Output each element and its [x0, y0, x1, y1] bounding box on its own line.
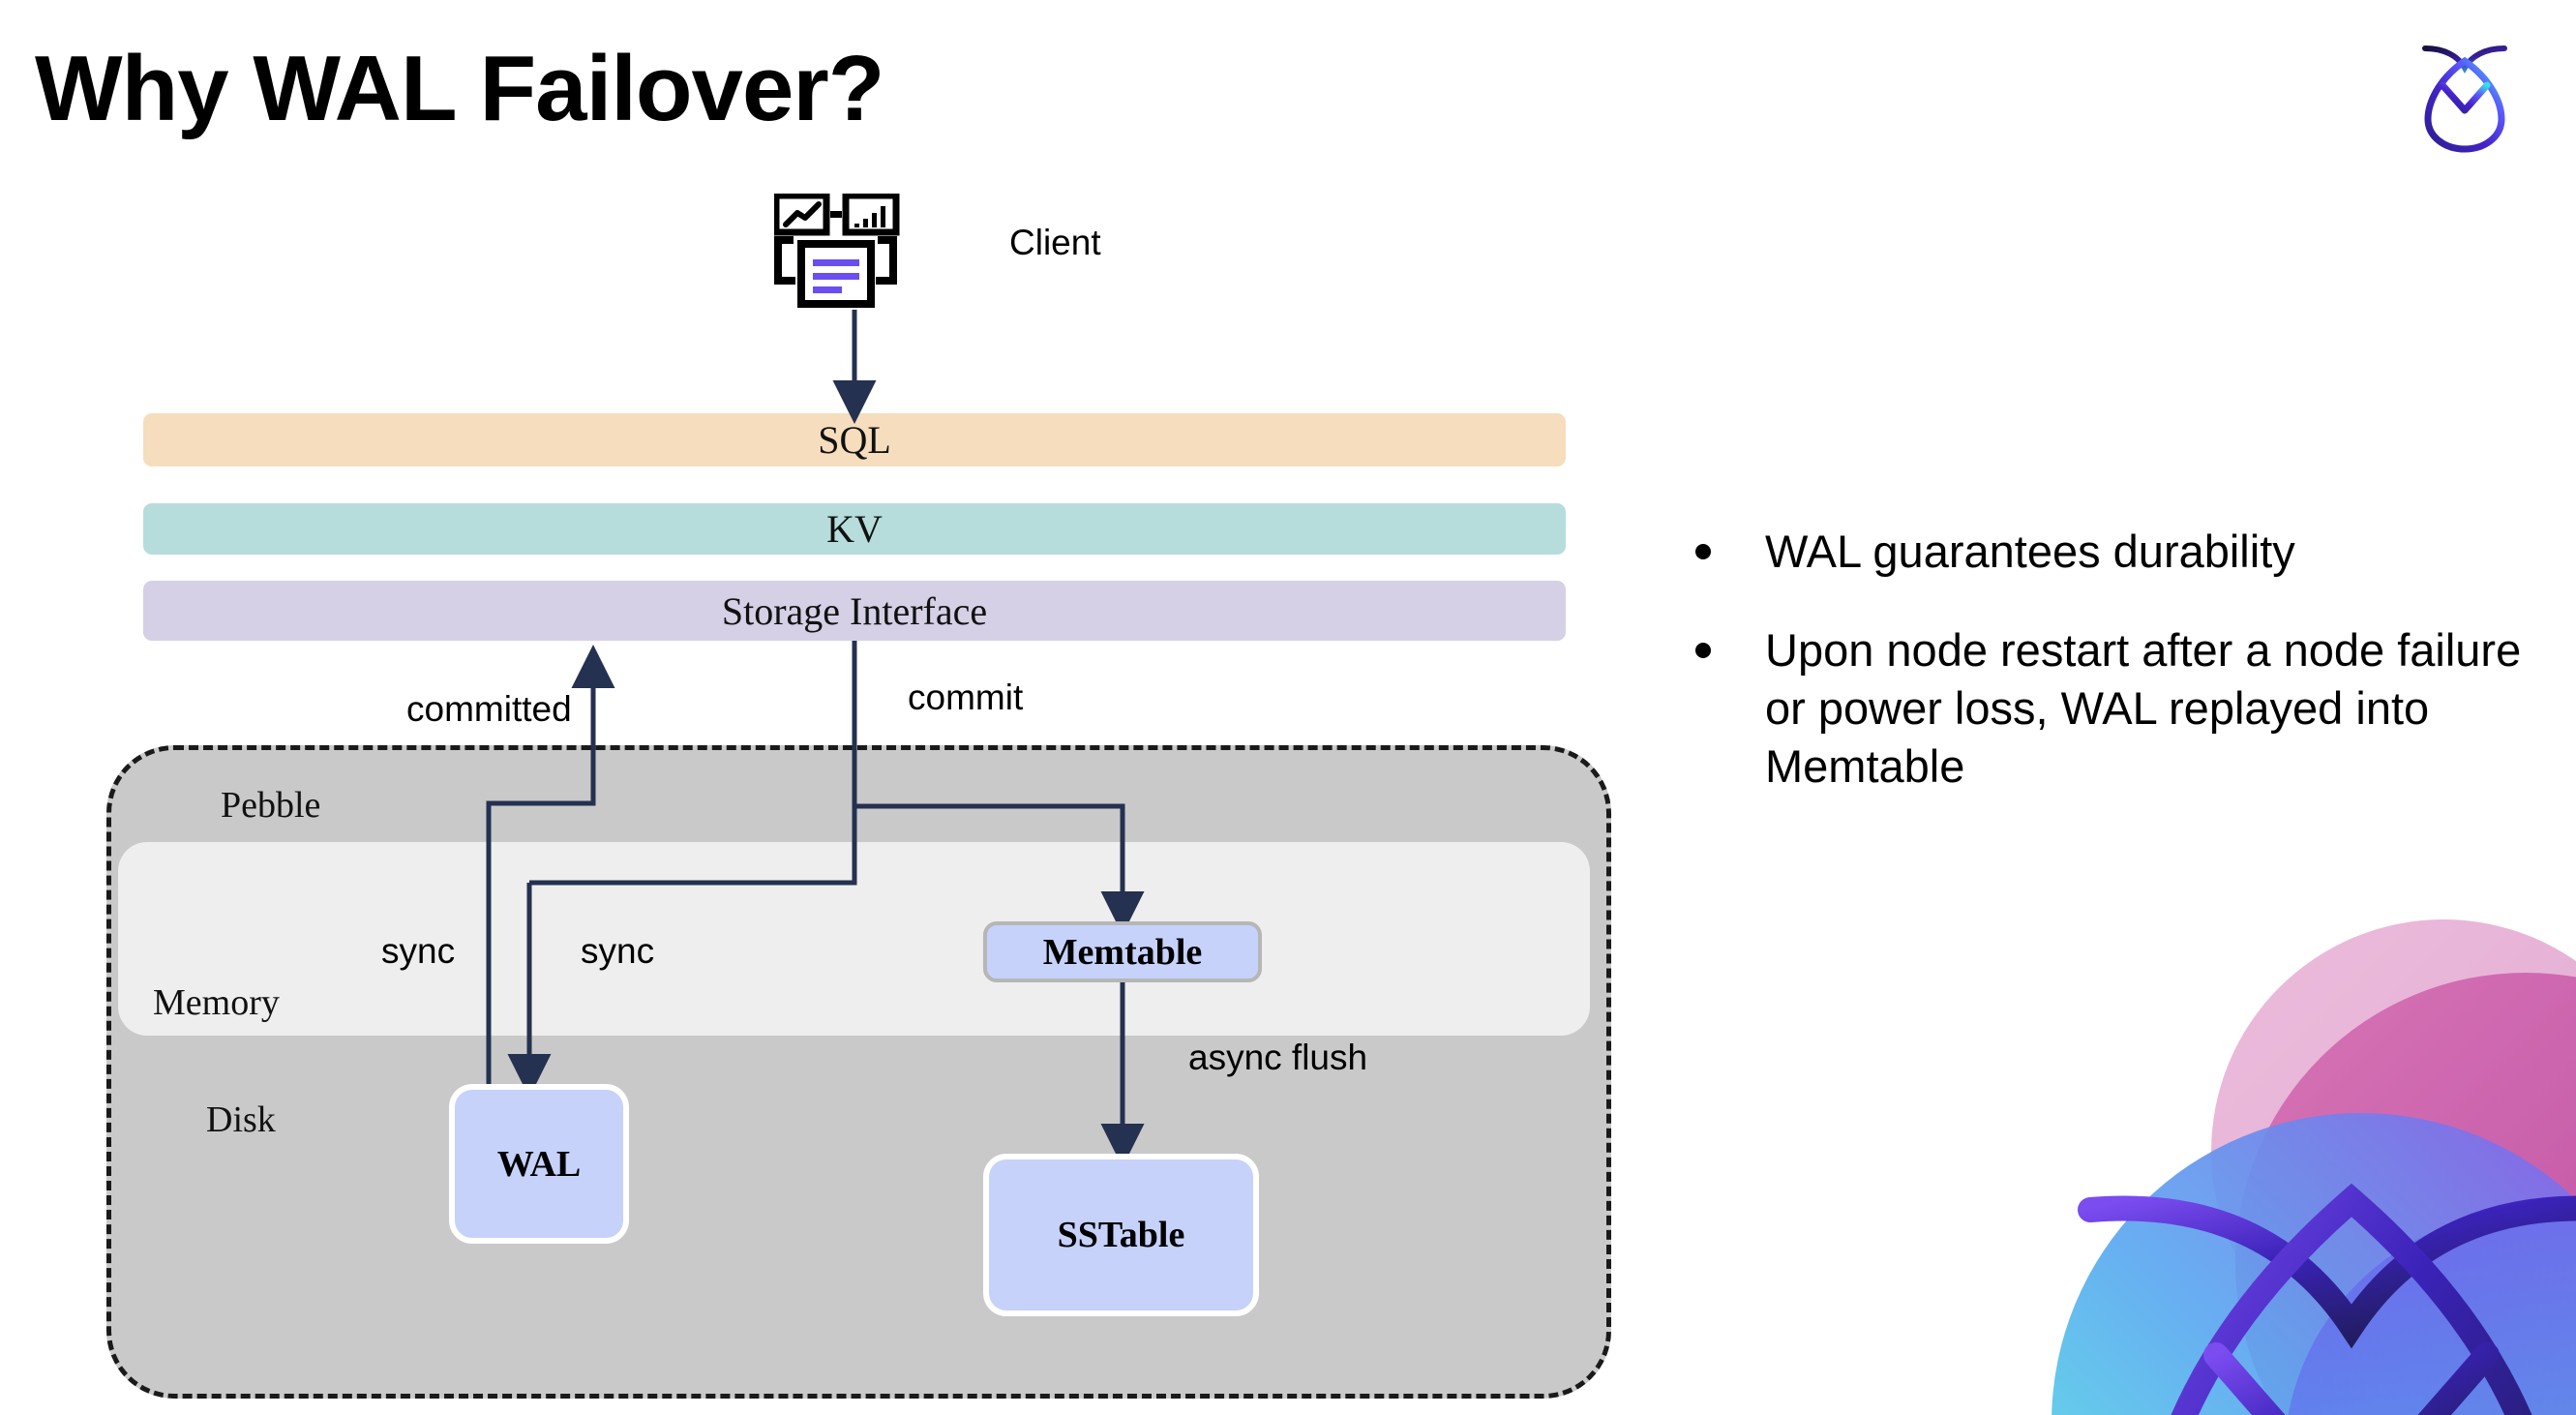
client-computer-icon — [772, 192, 929, 310]
node-memtable: Memtable — [983, 921, 1262, 982]
node-sstable: SSTable — [983, 1154, 1259, 1316]
bullet-text: Upon node restart after a node failure o… — [1765, 624, 2522, 793]
layer-bar-storage-interface: Storage Interface — [143, 581, 1566, 641]
node-wal: WAL — [449, 1084, 629, 1244]
disk-label: Disk — [206, 1099, 276, 1140]
decorative-gradient-circles — [1955, 919, 2576, 1415]
node-wal-label: WAL — [496, 1143, 582, 1185]
page-title: Why WAL Failover? — [35, 37, 884, 140]
memory-label: Memory — [153, 982, 280, 1023]
edge-label-commit: commit — [908, 677, 1024, 717]
node-memtable-label: Memtable — [1042, 931, 1203, 973]
edge-label-sync-left: sync — [381, 931, 456, 971]
layer-bar-kv-label: KV — [826, 507, 883, 551]
layer-bar-kv: KV — [143, 503, 1566, 555]
layer-bar-storage-interface-label: Storage Interface — [721, 588, 988, 633]
bullet-dot-icon — [1695, 643, 1711, 659]
memory-region — [118, 842, 1590, 1036]
edge-label-sync-right: sync — [581, 931, 655, 971]
edge-label-async-flush: async flush — [1188, 1038, 1368, 1077]
bullet-text: WAL guarantees durability — [1765, 526, 2295, 577]
layer-bar-sql: SQL — [143, 413, 1566, 467]
cockroach-logo-icon — [2411, 29, 2518, 155]
layer-bar-sql-label: SQL — [818, 418, 891, 462]
bullet-dot-icon — [1695, 544, 1711, 559]
edge-label-committed: committed — [406, 689, 572, 729]
pebble-label: Pebble — [221, 785, 321, 826]
bullet-list: WAL guarantees durability Upon node rest… — [1695, 523, 2528, 837]
list-item: Upon node restart after a node failure o… — [1695, 621, 2528, 796]
client-label: Client — [1009, 223, 1101, 262]
list-item: WAL guarantees durability — [1695, 523, 2528, 581]
node-sstable-label: SSTable — [1057, 1215, 1185, 1255]
